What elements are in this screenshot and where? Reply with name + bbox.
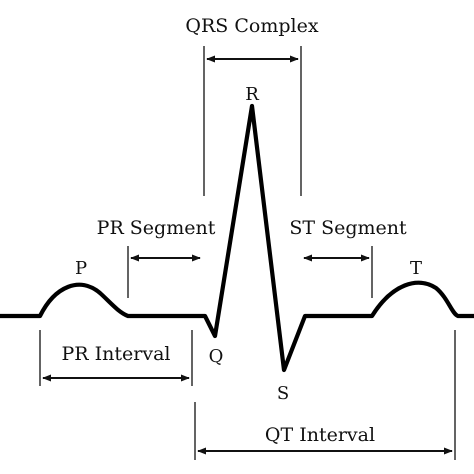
wave-label-q: Q (209, 346, 224, 367)
st-segment-label: ST Segment (289, 217, 407, 239)
qt-interval-label: QT Interval (265, 424, 375, 446)
wave-label-r: R (245, 84, 259, 105)
wave-label-t: T (410, 258, 422, 279)
ecg-trace (0, 103, 474, 373)
wave-label-p: P (75, 258, 87, 279)
qrs-complex-label: QRS Complex (185, 15, 318, 37)
pr-interval-label: PR Interval (62, 343, 171, 365)
pr-segment-label: PR Segment (97, 217, 216, 239)
wave-label-s: S (277, 383, 289, 404)
